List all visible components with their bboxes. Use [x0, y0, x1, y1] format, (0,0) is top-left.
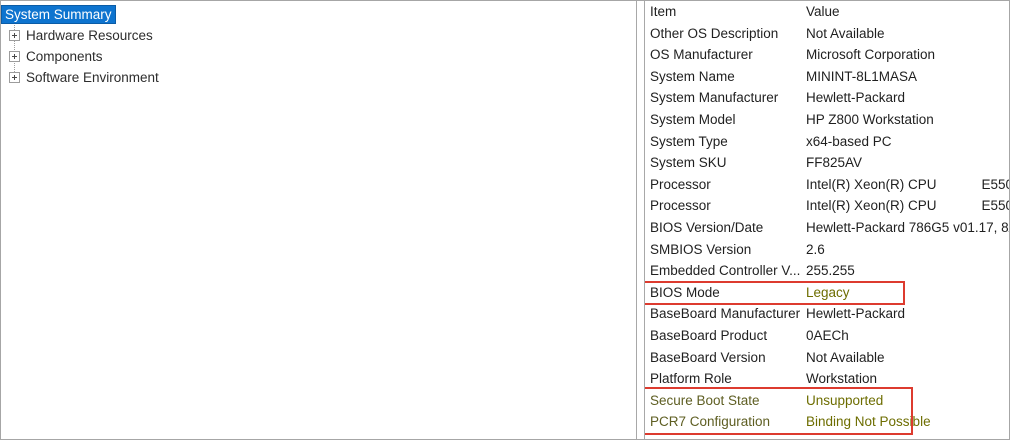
- tree-item-label: Software Environment: [26, 70, 159, 85]
- tree-item-hardware-resources[interactable]: Hardware Resources: [1, 25, 636, 46]
- value-cell: HP Z800 Workstation: [806, 111, 934, 127]
- details-row[interactable]: BIOS Mode Legacy: [645, 282, 1009, 304]
- value-cell: 0AECh: [806, 327, 849, 343]
- details-row[interactable]: BaseBoard Manufacturer Hewlett-Packard: [645, 303, 1009, 325]
- details-row[interactable]: BaseBoard Product 0AECh: [645, 325, 1009, 347]
- details-row[interactable]: BIOS Version/Date Hewlett-Packard 786G5 …: [645, 217, 1009, 239]
- item-cell: System Model: [650, 111, 736, 127]
- value-cell: Workstation: [806, 371, 878, 387]
- expand-plus-icon[interactable]: [9, 51, 20, 62]
- details-row[interactable]: System Model HP Z800 Workstation: [645, 109, 1009, 131]
- tree-item-system-summary[interactable]: System Summary: [1, 4, 636, 25]
- tree-item-software-environment[interactable]: Software Environment: [1, 67, 636, 88]
- details-row[interactable]: Processor Intel(R) Xeon(R) CPU E5506: [645, 174, 1009, 196]
- details-row[interactable]: SMBIOS Version 2.6: [645, 239, 1009, 261]
- value-cell: FF825AV: [806, 155, 863, 171]
- value-cell: Unsupported: [806, 392, 884, 408]
- item-cell: PCR7 Configuration: [650, 414, 771, 430]
- tree-item-label: Hardware Resources: [26, 28, 153, 43]
- item-cell: Secure Boot State: [650, 392, 760, 408]
- details-row[interactable]: System Name MININT-8L1MASA: [645, 66, 1009, 88]
- tree-item-label: System Summary: [1, 5, 116, 24]
- details-rows: Other OS Description Not Available OS Ma…: [645, 23, 1009, 433]
- value-cell: Intel(R) Xeon(R) CPU E5506: [806, 176, 1009, 192]
- item-cell: BaseBoard Product: [650, 327, 768, 343]
- details-row[interactable]: System Manufacturer Hewlett-Packard: [645, 87, 1009, 109]
- value-cell: 2.6: [806, 241, 825, 257]
- details-header-row: Item Value: [645, 1, 1009, 23]
- item-cell: System Name: [650, 68, 735, 84]
- details-panel: Item Value Other OS Description Not Avai…: [644, 1, 1009, 439]
- value-cell: Binding Not Possible: [806, 414, 931, 430]
- item-cell: System SKU: [650, 155, 727, 171]
- item-cell: Other OS Description: [650, 25, 779, 41]
- item-cell: System Type: [650, 133, 728, 149]
- item-cell: BIOS Mode: [650, 284, 720, 300]
- item-cell: BaseBoard Manufacturer: [650, 306, 801, 322]
- expand-plus-icon[interactable]: [9, 30, 20, 41]
- value-cell: Not Available: [806, 25, 885, 41]
- item-cell: Embedded Controller V...: [650, 263, 801, 279]
- category-tree: System Summary Hardware Resources Compon…: [1, 4, 636, 88]
- details-row[interactable]: Processor Intel(R) Xeon(R) CPU E5506: [645, 195, 1009, 217]
- details-row[interactable]: OS Manufacturer Microsoft Corporation: [645, 44, 1009, 66]
- details-row[interactable]: System Type x64-based PC: [645, 131, 1009, 153]
- value-cell: Legacy: [806, 284, 850, 300]
- value-cell: 255.255: [806, 263, 855, 279]
- value-cell: Hewlett-Packard 786G5 v01.17, 8/: [806, 219, 1009, 235]
- value-cell: Microsoft Corporation: [806, 47, 936, 63]
- item-cell: Platform Role: [650, 371, 732, 387]
- details-row[interactable]: BaseBoard Version Not Available: [645, 347, 1009, 369]
- value-cell: Intel(R) Xeon(R) CPU E5506: [806, 198, 1009, 214]
- details-row[interactable]: Secure Boot State Unsupported: [645, 390, 1009, 412]
- item-cell: BaseBoard Version: [650, 349, 766, 365]
- item-cell: BIOS Version/Date: [650, 219, 764, 235]
- item-cell: System Manufacturer: [650, 90, 779, 106]
- item-cell: Processor: [650, 198, 711, 214]
- panel-splitter[interactable]: [637, 1, 644, 439]
- value-cell: Hewlett-Packard: [806, 90, 906, 106]
- details-row[interactable]: System SKU FF825AV: [645, 152, 1009, 174]
- details-row[interactable]: PCR7 Configuration Binding Not Possible: [645, 411, 1009, 433]
- tree-item-components[interactable]: Components: [1, 46, 636, 67]
- item-cell: OS Manufacturer: [650, 47, 753, 63]
- category-tree-panel: System Summary Hardware Resources Compon…: [1, 1, 637, 439]
- details-row[interactable]: Platform Role Workstation: [645, 368, 1009, 390]
- column-header-item[interactable]: Item: [650, 4, 677, 19]
- item-cell: Processor: [650, 176, 711, 192]
- tree-item-label: Components: [26, 49, 103, 64]
- value-cell: x64-based PC: [806, 133, 892, 149]
- value-cell: Hewlett-Packard: [806, 306, 906, 322]
- expand-plus-icon[interactable]: [9, 72, 20, 83]
- details-row[interactable]: Embedded Controller V... 255.255: [645, 260, 1009, 282]
- value-cell: MININT-8L1MASA: [806, 68, 918, 84]
- column-header-value[interactable]: Value: [806, 4, 840, 19]
- value-cell: Not Available: [806, 349, 885, 365]
- details-row[interactable]: Other OS Description Not Available: [645, 23, 1009, 45]
- item-cell: SMBIOS Version: [650, 241, 752, 257]
